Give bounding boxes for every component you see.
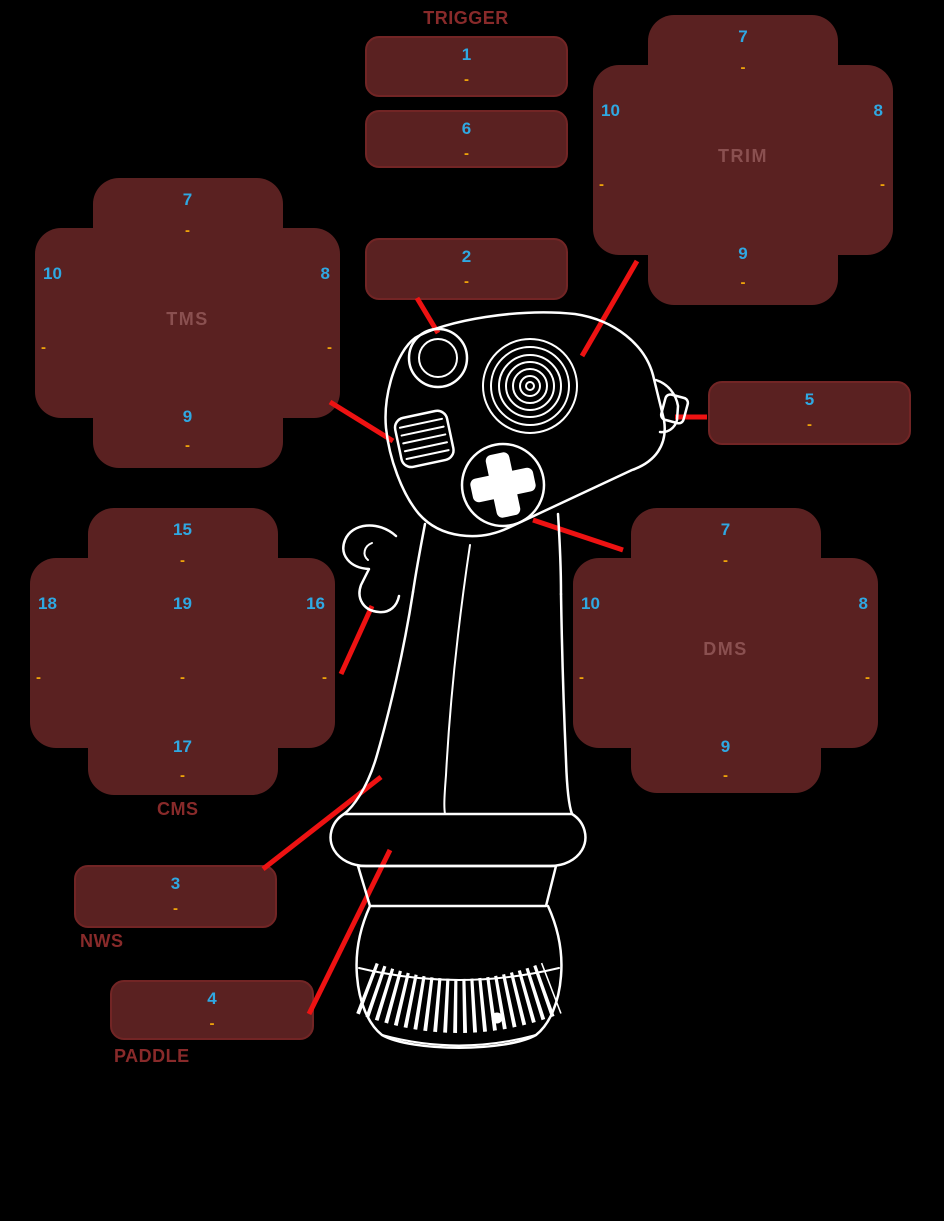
base-highlight-dot (491, 1012, 503, 1024)
paddle-binding-box: 4 - (110, 980, 314, 1040)
hat-right-binding: - (322, 669, 327, 686)
hat-down-number: 9 (182, 407, 193, 426)
tms-hat-cluster: 7 - 10 8 TMS - - 9 - (35, 178, 340, 468)
hat-right-number: 8 (320, 264, 330, 283)
binding-value: - (173, 899, 178, 917)
grip-shaft (342, 544, 574, 816)
button-number: 4 (207, 989, 217, 1008)
connector-cms (338, 604, 375, 676)
hat-left-binding: - (36, 669, 41, 686)
binding-value: - (209, 1014, 215, 1032)
hat-cluster-label: TRIM (718, 146, 768, 166)
hat-down-binding: - (185, 437, 190, 454)
hat-left-number: 10 (43, 264, 62, 283)
hat-cross-horizontal (593, 65, 893, 255)
trigger-stage1-binding-box: 1 - (365, 36, 568, 97)
button2-binding-box: 2 - (365, 238, 568, 300)
hat-up-binding: - (180, 552, 185, 569)
nws-binding-box: 3 - (74, 865, 277, 928)
hat-right-binding: - (865, 669, 870, 686)
hat-cluster-label: DMS (703, 639, 748, 659)
pinky-lever-icon (342, 524, 401, 614)
trim-hat-icon (482, 338, 578, 434)
hat-left-number: 10 (581, 594, 600, 613)
stick-head (384, 311, 666, 538)
hat-up-number: 7 (182, 190, 193, 209)
hat-up-binding: - (185, 222, 190, 239)
button-number: 1 (461, 45, 472, 64)
connector-button2 (414, 296, 441, 335)
hat-right-number: 8 (858, 594, 868, 613)
paddle-section-label: PADDLE (114, 1046, 190, 1066)
binding-value: - (464, 144, 469, 162)
button-number: 5 (804, 390, 815, 409)
hat-down-number: 9 (720, 737, 731, 756)
hat-press-binding: - (180, 669, 185, 686)
hat-cross-horizontal (35, 228, 340, 418)
cms-section-label: CMS (157, 799, 199, 819)
trigger-section-label: TRIGGER (423, 8, 509, 28)
hat-left-binding: - (41, 339, 46, 356)
trigger-stage2-binding-box: 6 - (365, 110, 568, 168)
knurl-ribs (356, 962, 562, 1033)
connector-trim (579, 259, 640, 358)
nws-section-label: NWS (80, 931, 124, 951)
hat-right-number: 8 (873, 101, 883, 120)
button5-binding-box: 5 - (708, 381, 911, 445)
base-flange (329, 812, 587, 908)
hat-up-binding: - (723, 552, 728, 569)
hat-down-number: 9 (738, 244, 748, 263)
hat-left-number: 10 (601, 101, 620, 120)
hat-down-number: 17 (173, 737, 192, 756)
trim-hat-cluster: 7 - 10 8 TRIM - - 9 - (593, 15, 893, 305)
hat-up-binding: - (740, 59, 746, 76)
hat-cross-horizontal (573, 558, 878, 748)
hat-left-binding: - (599, 176, 604, 193)
hat-left-number: 18 (38, 594, 57, 613)
hat-left-binding: - (579, 669, 584, 686)
connector-paddle (306, 848, 393, 1016)
binding-value: - (464, 272, 469, 290)
button-number: 2 (461, 247, 472, 266)
castle-switch-icon (460, 442, 546, 528)
hat-down-binding: - (723, 767, 728, 784)
thumb-button-icon (407, 327, 469, 389)
connector-dms (532, 517, 624, 553)
hat-down-binding: - (740, 274, 746, 291)
hat-right-binding: - (327, 339, 332, 356)
hat-press-number: 19 (173, 594, 192, 613)
tms-rocker-icon (393, 409, 455, 469)
hat-cross-horizontal (30, 558, 335, 748)
hat-cluster-label: TMS (166, 309, 209, 329)
cms-hat-cluster: 15 - 18 19 16 - - - 17 - (30, 508, 335, 795)
stick-neck (411, 512, 563, 596)
joystick-outline (329, 311, 690, 1049)
dms-hat-cluster: 7 - 10 8 DMS - - 9 - (573, 508, 878, 793)
hat-right-number: 16 (306, 594, 325, 613)
hat-up-number: 7 (720, 520, 731, 539)
binding-value: - (807, 415, 812, 433)
binding-value: - (464, 70, 469, 88)
hat-up-number: 7 (738, 27, 748, 46)
connector-tms (328, 399, 395, 444)
side-knob-icon (654, 378, 690, 434)
hat-down-binding: - (180, 767, 185, 784)
hat-right-binding: - (880, 176, 885, 193)
button-number: 6 (461, 119, 472, 138)
hat-up-number: 15 (173, 520, 192, 539)
button-number: 3 (170, 874, 181, 893)
